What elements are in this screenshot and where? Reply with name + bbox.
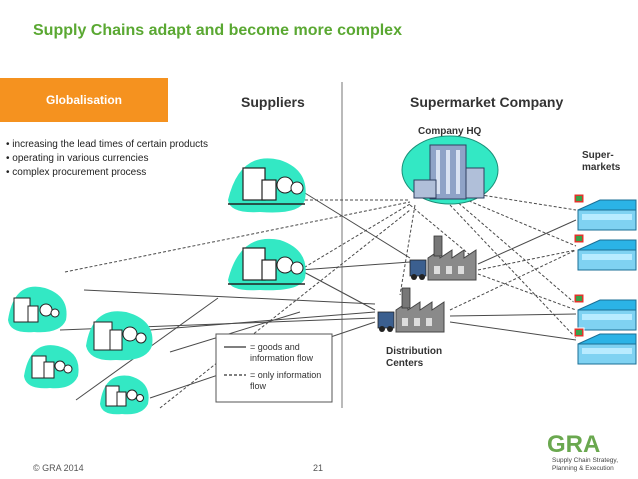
company-hq-building-icon bbox=[401, 135, 499, 205]
supermarket-company-heading: Supermarket Company bbox=[410, 94, 563, 110]
supermarket-icon bbox=[573, 293, 637, 331]
distribution-center-icon bbox=[377, 287, 445, 333]
supplier-icon bbox=[228, 238, 306, 291]
distribution-centers-label: Distribution Centers bbox=[386, 346, 445, 369]
supermarket-icon bbox=[573, 327, 637, 365]
supplier-icon bbox=[24, 345, 79, 389]
supplier-icon bbox=[228, 158, 306, 213]
legend-info-text: = only information flow bbox=[250, 370, 324, 391]
supermarkets-label-line2: markets bbox=[582, 162, 621, 173]
globalisation-label: Globalisation bbox=[45, 93, 122, 107]
supermarkets-label-line1: Super- bbox=[582, 150, 614, 161]
bullet-item: complex procurement process bbox=[6, 166, 208, 180]
supplier-icon bbox=[8, 286, 67, 333]
page-number: 21 bbox=[313, 463, 324, 473]
logo-text: GRA bbox=[547, 431, 600, 458]
slide-title: Supply Chains adapt and become more comp… bbox=[33, 22, 402, 39]
copyright-text: © GRA 2014 bbox=[33, 463, 84, 473]
legend-goods-text: = goods and information flow bbox=[250, 342, 314, 363]
information-flow-lines bbox=[64, 189, 577, 409]
supermarkets-label: Super- markets bbox=[582, 150, 621, 173]
distribution-center-icon bbox=[409, 235, 477, 281]
supermarket-icon bbox=[573, 193, 637, 231]
bullet-item: operating in various currencies bbox=[6, 152, 208, 166]
globalisation-banner bbox=[0, 78, 168, 122]
globalisation-bullets: increasing the lead times of certain pro… bbox=[6, 138, 208, 180]
distribution-label-line1: Distribution bbox=[386, 346, 442, 357]
suppliers-heading: Suppliers bbox=[241, 94, 305, 110]
distribution-label-line2: Centers bbox=[386, 358, 424, 369]
bullet-item: increasing the lead times of certain pro… bbox=[6, 138, 208, 152]
supplier-icon bbox=[86, 311, 153, 361]
supplier-icon bbox=[100, 375, 149, 415]
company-hq-label: Company HQ bbox=[418, 126, 482, 137]
gra-logo: GRA Supply Chain Strategy, Planning & Ex… bbox=[547, 431, 620, 472]
supermarket-icon bbox=[573, 233, 637, 271]
logo-tagline: Supply Chain Strategy, Planning & Execut… bbox=[552, 457, 620, 472]
flow-legend: = goods and information flow = only info… bbox=[215, 333, 333, 403]
